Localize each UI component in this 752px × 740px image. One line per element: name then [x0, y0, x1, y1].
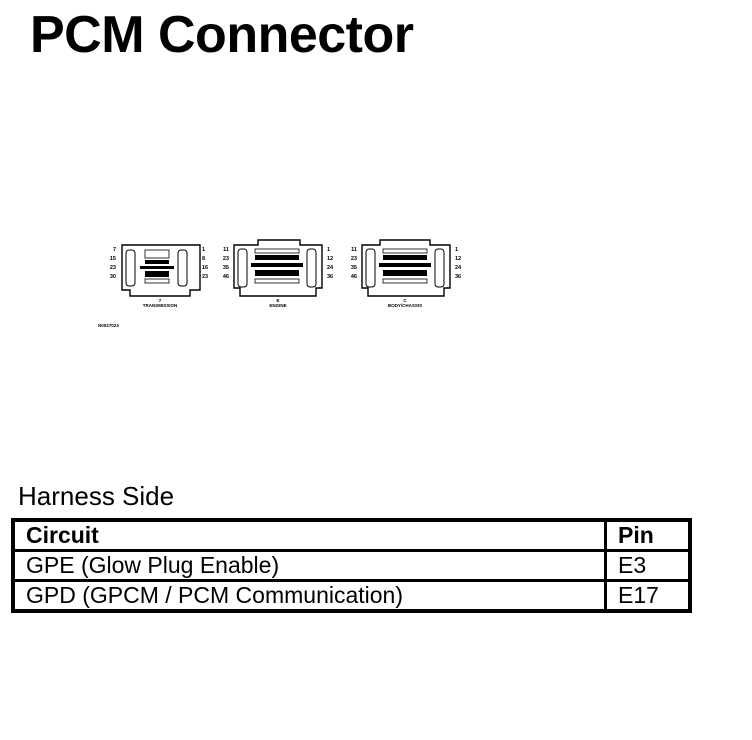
connector-number: C: [403, 298, 407, 303]
pin-table: Circuit Pin GPE (Glow Plug Enable) E3 GP…: [11, 518, 692, 613]
connector-engine: 11 23 35 46 1 12 24 36 E ENGINE: [223, 239, 334, 308]
pin-label: 1: [202, 247, 205, 253]
pin-label: 46: [351, 274, 357, 280]
pin-label: 8: [202, 256, 205, 262]
column-header-circuit: Circuit: [11, 518, 607, 552]
page-title: PCM Connector: [30, 6, 414, 64]
pin-label: 24: [327, 265, 334, 271]
pin-label: 23: [351, 256, 357, 262]
connector-transmission: 7 15 23 30 1 8 16 23 7 TRANSMISSION: [110, 244, 208, 308]
pin-label: 46: [223, 274, 229, 280]
circuit-cell: GPE (Glow Plug Enable): [11, 549, 607, 582]
pin-label: 16: [202, 265, 208, 271]
table-row: GPD (GPCM / PCM Communication) E17: [11, 579, 692, 613]
connector-body-chassis: 11 23 35 46 1 12 24 36 C BODY/CHASSIS: [351, 239, 462, 308]
pin-label: 15: [110, 256, 116, 262]
connector-label: BODY/CHASSIS: [388, 303, 422, 308]
pin-cell: E3: [604, 549, 692, 582]
figure-id: N0027023: [98, 323, 119, 328]
pin-label: 12: [455, 256, 461, 262]
pin-label: 35: [351, 265, 357, 271]
column-header-pin: Pin: [604, 518, 692, 552]
pin-label: 23: [223, 256, 229, 262]
pin-label: 1: [455, 247, 458, 253]
pin-label: 12: [327, 256, 333, 262]
connector-label: TRANSMISSION: [143, 303, 178, 308]
pin-label: 1: [327, 247, 330, 253]
connector-number: E: [276, 298, 279, 303]
circuit-cell: GPD (GPCM / PCM Communication): [11, 579, 607, 613]
pin-label: 11: [351, 247, 357, 253]
table-header-row: Circuit Pin: [11, 518, 692, 552]
connector-number: 7: [159, 298, 162, 303]
pin-label: 36: [327, 274, 333, 280]
pin-label: 11: [223, 247, 229, 253]
harness-side-heading: Harness Side: [18, 481, 175, 511]
pin-cell: E17: [604, 579, 692, 613]
pin-label: 7: [113, 247, 116, 253]
pin-label: 23: [202, 274, 208, 280]
pin-label: 23: [110, 265, 116, 271]
pin-label: 30: [110, 274, 116, 280]
table-row: GPE (Glow Plug Enable) E3: [11, 549, 692, 582]
pin-label: 35: [223, 265, 229, 271]
pin-label: 24: [455, 265, 462, 271]
pin-label: 36: [455, 274, 461, 280]
connector-label: ENGINE: [269, 303, 286, 308]
